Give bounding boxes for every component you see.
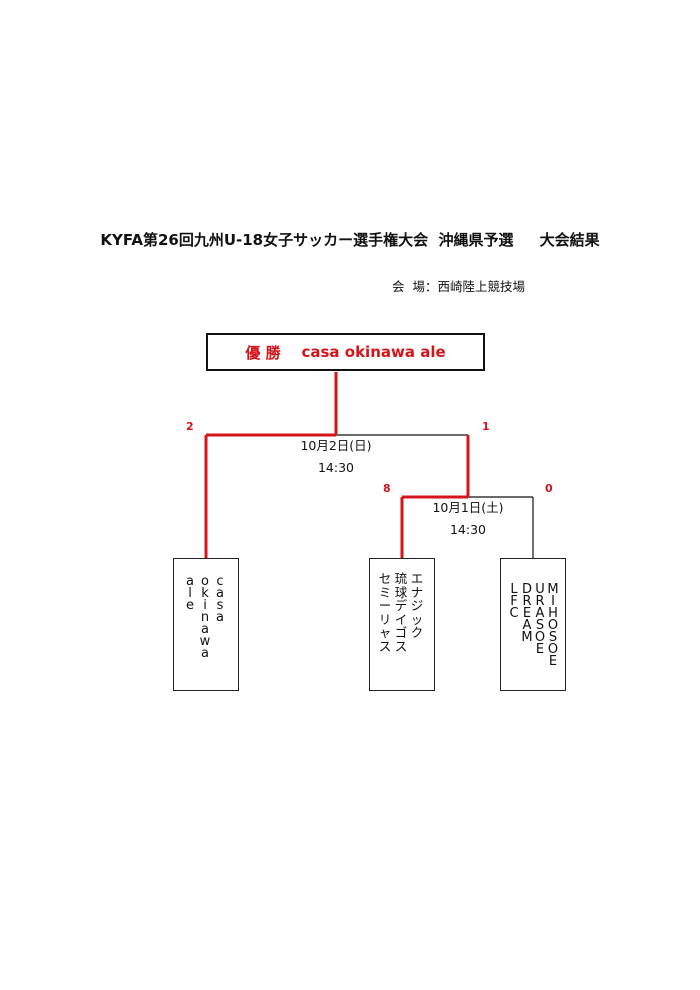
venue-label: 会 場：西崎陸上競技場: [392, 279, 525, 294]
semi-score-left: 8: [383, 482, 391, 495]
semi-date: 10月1日(土): [432, 500, 504, 515]
team-name-column: セ ミ ー リ ャ ス: [378, 571, 392, 654]
team-name-column: M I H O S O E: [547, 582, 559, 669]
team-name-column: L F C: [509, 582, 519, 621]
team-name-column: U R A S O E: [534, 582, 546, 657]
team-box-mihosoe-urasoe-dream-lfc: M I H O S O E U R A S O E D R E A M L F …: [500, 558, 566, 691]
team-name-column: D R E A M: [521, 582, 533, 645]
final-match-info: 10月2日(日) 14:30: [286, 435, 386, 479]
champion-label: 優 勝: [245, 343, 281, 362]
champion-team: casa okinawa ale: [301, 343, 446, 361]
team-name-column: c a s a: [216, 574, 224, 625]
team-name-column: a l e: [186, 574, 194, 613]
team-box-casa-okinawa-ale: c a s a o k i n a w a a l e: [173, 558, 239, 691]
semi-score-right: 0: [545, 482, 553, 495]
team-name-column: 琉 球 デ イ ゴ ス: [394, 571, 408, 654]
semi-time: 14:30: [449, 522, 487, 537]
final-time: 14:30: [317, 460, 355, 475]
team-name-column: エ ナ ジ ッ ク: [410, 571, 424, 640]
semi-match-info: 10月1日(土) 14:30: [418, 497, 518, 541]
champion-box: 優 勝 casa okinawa ale: [206, 333, 485, 371]
page-title: KYFA第26回九州U-18女子サッカー選手権大会 沖縄県予選 大会結果: [100, 231, 600, 249]
team-box-enagic-ryukyu-deigos-semillas: エ ナ ジ ッ ク 琉 球 デ イ ゴ ス セ ミ ー リ ャ ス: [369, 558, 435, 691]
final-score-right: 1: [482, 420, 490, 433]
final-date: 10月2日(日): [300, 438, 372, 453]
team-name-column: o k i n a w a: [199, 574, 211, 661]
final-score-left: 2: [186, 420, 194, 433]
